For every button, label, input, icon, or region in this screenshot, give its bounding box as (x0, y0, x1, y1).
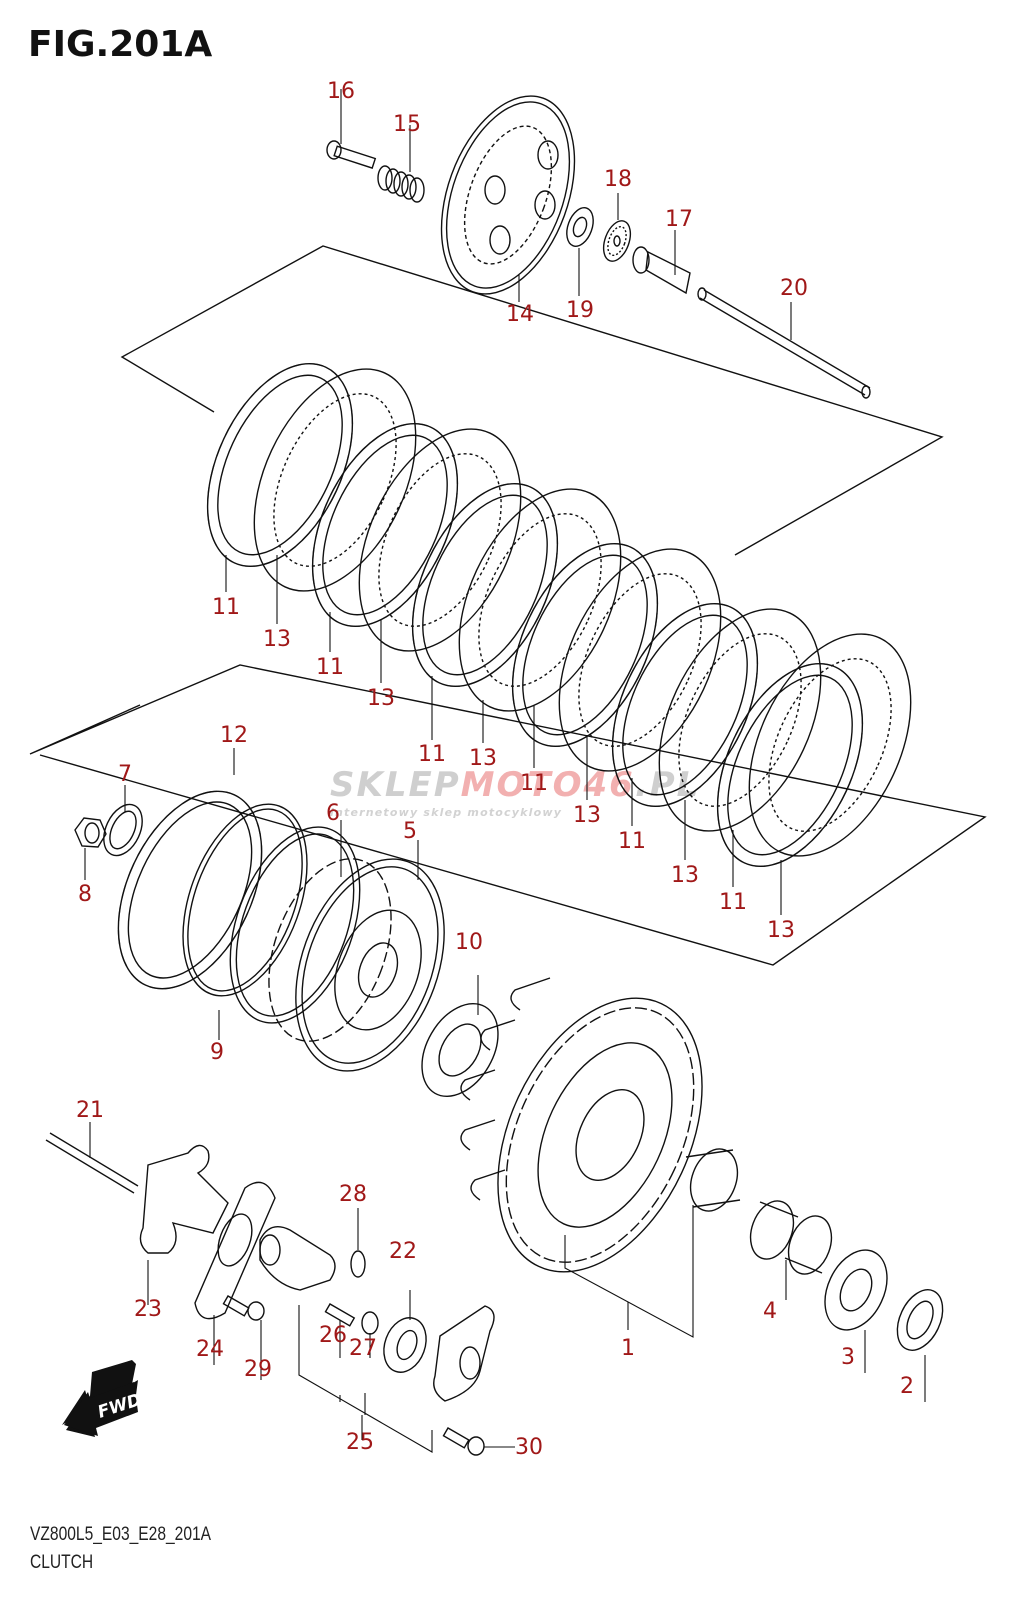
callout-20: 20 (780, 276, 808, 301)
part-27-nut (361, 1311, 379, 1358)
drive-plate-11 (716, 662, 864, 887)
watermark-brand-suffix: .PL (635, 765, 701, 805)
callout-11-a: 11 (212, 595, 240, 620)
callout-18: 18 (604, 167, 632, 192)
drive-plate-11 (311, 422, 459, 652)
part-20-push-rod (697, 287, 871, 399)
part-15-spring (377, 125, 425, 203)
callout-3: 3 (841, 1345, 855, 1370)
part-28-spring (350, 1208, 366, 1278)
driven-plate-13 (748, 633, 912, 915)
callout-13-b: 13 (367, 686, 395, 711)
driven-plate-13 (458, 488, 622, 743)
part-16-bolt (326, 89, 377, 169)
part-22-oil-seal (383, 1290, 427, 1373)
watermark-brand-gray: SKLEP (330, 765, 461, 805)
part-24-gasket (194, 1181, 276, 1365)
part-19-washer (566, 207, 594, 296)
part-3-washer (824, 1249, 888, 1373)
callout-2: 2 (900, 1374, 914, 1399)
callout-26: 26 (319, 1323, 347, 1348)
part-26-screw (324, 1303, 356, 1358)
part-14-pressure-plate (440, 95, 576, 302)
drive-plate-11 (511, 542, 659, 768)
callout-11-e: 11 (618, 829, 646, 854)
callout-7: 7 (118, 762, 132, 787)
figure-name: CLUTCH (30, 1552, 94, 1573)
callout-11-b: 11 (316, 655, 344, 680)
callout-13-a: 13 (263, 627, 291, 652)
callout-labels: 16 15 14 18 17 19 20 11 13 11 13 11 13 1… (76, 79, 914, 1460)
fwd-badge: FWD (62, 1360, 144, 1437)
callout-5: 5 (403, 819, 417, 844)
callout-1: 1 (621, 1336, 635, 1361)
plate-pack (206, 362, 912, 915)
part-8-nut (74, 817, 107, 880)
callout-19: 19 (566, 298, 594, 323)
figure-code: VZ800L5_E03_E28_201A (30, 1524, 212, 1545)
part-6-spring-washer (229, 820, 361, 1024)
part-2-washer (896, 1289, 944, 1402)
watermark: SKLEPMOTO46.PL internetowy sklep motocyk… (330, 765, 700, 819)
svg-text:SKLEPMOTO46.PL: SKLEPMOTO46.PL (330, 765, 700, 805)
callout-27: 27 (349, 1336, 377, 1361)
callout-13-e: 13 (671, 863, 699, 888)
callout-13-f: 13 (767, 918, 795, 943)
callout-13-d: 13 (573, 803, 601, 828)
callout-11-c: 11 (418, 742, 446, 767)
callout-15: 15 (393, 112, 421, 137)
callout-11-d: 11 (520, 771, 548, 796)
callout-12: 12 (220, 723, 248, 748)
part-5-sleeve-hub (268, 840, 445, 1072)
part-10-thrust-washer (421, 975, 499, 1098)
driven-plate-13 (358, 428, 522, 683)
callout-25: 25 (346, 1430, 374, 1455)
driven-plate-13 (558, 548, 722, 800)
part-7-washer (103, 785, 143, 857)
callout-29: 29 (244, 1357, 272, 1382)
callout-11-f: 11 (719, 890, 747, 915)
callout-24: 24 (196, 1337, 224, 1362)
driven-plate-13 (253, 368, 417, 624)
callout-30: 30 (515, 1435, 543, 1460)
part-4-needle-bearing (749, 1200, 833, 1300)
callout-8: 8 (78, 882, 92, 907)
callout-4: 4 (763, 1299, 777, 1324)
part-9-spring-seat (182, 803, 308, 1040)
drive-plate-11 (206, 362, 354, 592)
callout-16: 16 (327, 79, 355, 104)
part-18-bearing (602, 193, 632, 262)
callout-21: 21 (76, 1098, 104, 1123)
part-17-push-piece (632, 230, 691, 295)
callout-28: 28 (339, 1182, 367, 1207)
part-30-bolt (442, 1427, 515, 1456)
callout-17: 17 (665, 207, 693, 232)
part-12-drive-plate-no2 (117, 748, 263, 990)
group-frame-upper (120, 245, 944, 556)
driven-plate-13 (658, 608, 822, 860)
callout-9: 9 (210, 1040, 224, 1065)
watermark-tagline: internetowy sklep motocyklowy (330, 806, 562, 819)
part-1-clutch-housing (460, 977, 741, 1338)
callout-13-c: 13 (469, 746, 497, 771)
drive-plate-11 (411, 482, 559, 740)
callout-22: 22 (389, 1239, 417, 1264)
part-25-release-assy (259, 1226, 495, 1453)
callout-10: 10 (455, 930, 483, 955)
callout-14: 14 (506, 302, 534, 327)
part-21-pin (45, 1122, 139, 1194)
callout-23: 23 (134, 1297, 162, 1322)
part-29-bolt (222, 1295, 265, 1380)
callout-6: 6 (326, 801, 340, 826)
part-23-bracket (139, 1144, 229, 1305)
figure-title: FIG.201A (28, 24, 213, 65)
drive-plate-11 (611, 602, 759, 826)
watermark-brand-red: MOTO46 (461, 765, 635, 805)
